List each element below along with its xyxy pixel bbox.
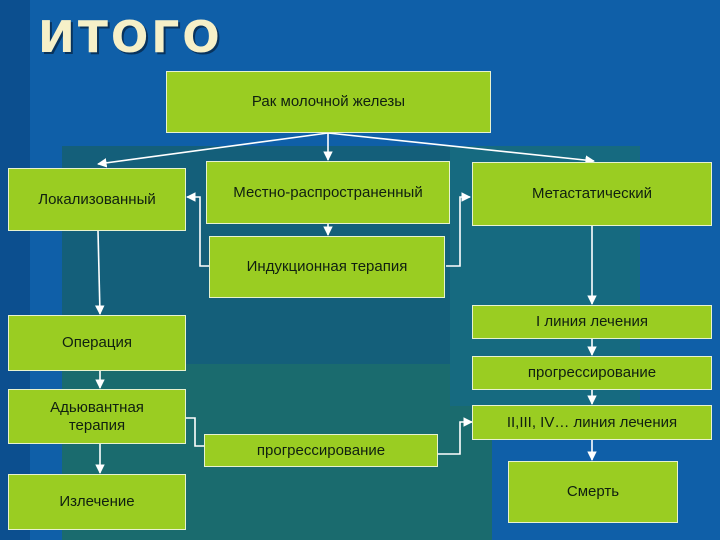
node-progression-right: прогрессирование xyxy=(472,356,712,390)
line-induction-to-metastatic xyxy=(446,192,471,267)
node-metastatic: Метастатический xyxy=(472,162,712,226)
node-adjuvant-therapy: Адьювантная терапия xyxy=(8,389,186,444)
arrow-root-localized xyxy=(97,132,329,168)
arrow-root-metastatic xyxy=(327,132,595,165)
arrow-localized-operation xyxy=(94,230,105,315)
node-next-lines: II,III, IV… линия лечения xyxy=(472,405,712,440)
line-adjuvant-progression xyxy=(185,417,204,447)
line-induction-to-localized xyxy=(186,192,210,267)
node-localized: Локализованный xyxy=(8,168,186,231)
node-induction-therapy: Индукционная терапия xyxy=(209,236,445,298)
node-progression-bottom: прогрессирование xyxy=(204,434,438,467)
slide-title: ИТОГО xyxy=(38,12,223,63)
node-locally-advanced: Местно-распространенный xyxy=(206,161,450,224)
background-left-strip xyxy=(0,0,30,540)
node-first-line: I линия лечения xyxy=(472,305,712,339)
node-death: Смерть xyxy=(508,461,678,523)
line-progression-next-lines xyxy=(438,417,473,455)
node-operation: Операция xyxy=(8,315,186,371)
node-cure: Излечение xyxy=(8,474,186,530)
node-breast-cancer: Рак молочной железы xyxy=(166,71,491,133)
